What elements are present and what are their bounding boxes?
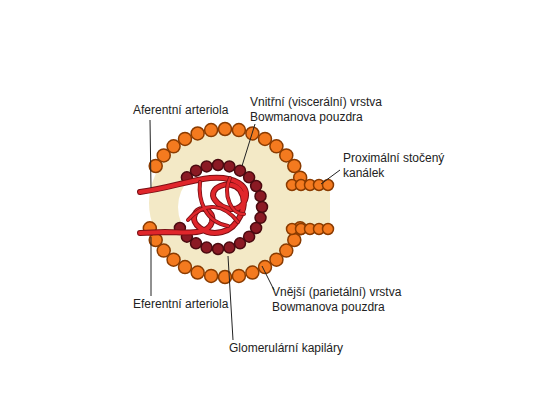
part-label: Vnější (parietální) vrstva Bowmanova pou… bbox=[272, 285, 427, 315]
cell bbox=[270, 253, 283, 266]
part-label: Vnitřní (viscerální) vrstva Bowmanova po… bbox=[250, 95, 405, 125]
cell bbox=[232, 124, 245, 137]
parietal-cells bbox=[143, 123, 333, 284]
blood-vessels bbox=[140, 178, 246, 233]
cell bbox=[232, 269, 245, 282]
cell bbox=[257, 202, 268, 213]
bowman-capsule-space bbox=[149, 133, 330, 273]
cell bbox=[251, 181, 262, 192]
cell bbox=[179, 132, 192, 145]
cell bbox=[201, 242, 212, 253]
cell bbox=[235, 238, 246, 249]
cell bbox=[246, 266, 259, 279]
cell bbox=[288, 160, 301, 173]
part-label: Eferentní arteriola bbox=[133, 297, 263, 312]
part-label: Proximální stočený kanálek bbox=[343, 151, 458, 181]
cell bbox=[255, 191, 266, 202]
cell bbox=[255, 212, 266, 223]
cell bbox=[219, 123, 232, 136]
cell bbox=[191, 127, 204, 140]
cell bbox=[213, 244, 224, 255]
cell bbox=[224, 161, 235, 172]
cell bbox=[259, 132, 272, 145]
cell bbox=[191, 165, 202, 176]
cell bbox=[205, 124, 218, 137]
cell bbox=[323, 224, 334, 235]
cell bbox=[167, 140, 180, 153]
part-label: Aferentní arteriola bbox=[133, 103, 263, 118]
cell bbox=[179, 261, 192, 274]
cell bbox=[213, 160, 224, 171]
part-label: Glomerulární kapiláry bbox=[229, 341, 389, 356]
podocyte-cells bbox=[174, 160, 267, 255]
cell bbox=[201, 161, 212, 172]
cell bbox=[191, 266, 204, 279]
cell bbox=[224, 242, 235, 253]
cell bbox=[205, 269, 218, 282]
